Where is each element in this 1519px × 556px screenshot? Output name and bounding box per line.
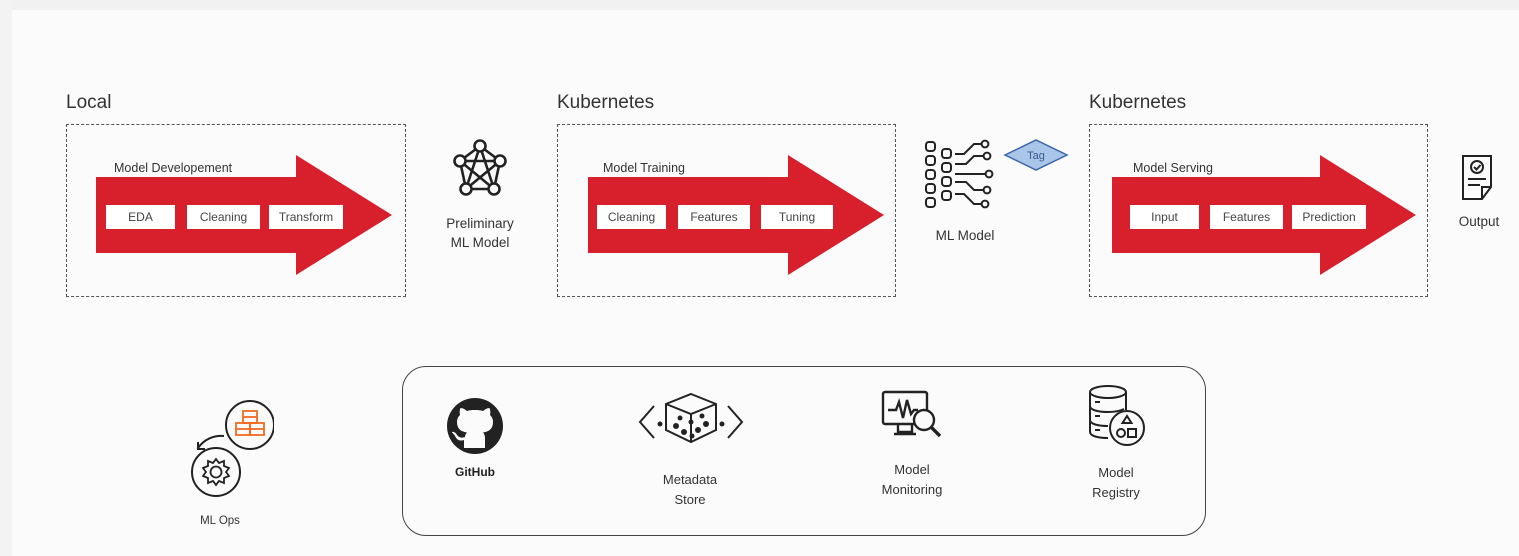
monitoring-magnifier-icon [881,390,942,438]
stage-title-serving: Kubernetes [1089,92,1187,113]
metadata-store-label: Metadata Store [640,470,740,510]
metadata-store-line1: Metadata [662,472,718,487]
step-eda: EDA [106,205,175,229]
ml-model-label: ML Model [935,228,995,243]
step-transform: Transform [269,205,343,229]
stage-box-local [66,124,406,297]
model-monitoring-line1: Model [894,462,930,477]
model-registry-line2: Registry [1092,485,1140,500]
tools-panel [402,366,1206,536]
metadata-store-icon [638,392,744,444]
model-registry-label: Model Registry [1066,463,1166,503]
github-logo-icon [447,398,503,454]
step-prediction: Prediction [1292,205,1366,229]
left-band [0,0,12,556]
process-label-serving: Model Serving [1133,161,1213,175]
preliminary-model-label: Preliminary ML Model [430,214,530,252]
step-cleaning: Cleaning [187,205,260,229]
model-registry-line1: Model [1098,465,1134,480]
neural-network-icon [925,139,994,209]
step-input: Input [1130,205,1199,229]
document-check-icon [1462,155,1492,200]
tag-label: Tag [1027,150,1045,162]
network-graph-icon [453,139,507,196]
github-label: GitHub [455,465,495,479]
step-cleaning-training: Cleaning [597,205,666,229]
model-monitoring-label: Model Monitoring [862,460,962,500]
preliminary-model-line1: Preliminary [446,216,514,231]
step-features-serving: Features [1210,205,1283,229]
database-shapes-icon [1089,385,1145,446]
process-label-training: Model Training [603,161,685,175]
model-monitoring-line2: Monitoring [881,482,943,497]
step-features-training: Features [678,205,750,229]
tag-diamond: Tag [1003,139,1069,171]
stage-box-training [557,124,896,297]
mlops-label: ML Ops [200,515,240,527]
stage-title-local: Local [66,92,112,113]
metadata-store-line2: Store [674,492,706,507]
step-tuning: Tuning [761,205,833,229]
preliminary-model-line2: ML Model [450,235,510,250]
mlops-icon [191,400,274,497]
stage-box-serving [1089,124,1428,297]
stage-title-training: Kubernetes [557,92,655,113]
output-label: Output [1458,214,1500,229]
process-label-development: Model Developement [114,161,233,175]
top-band [0,0,1519,10]
